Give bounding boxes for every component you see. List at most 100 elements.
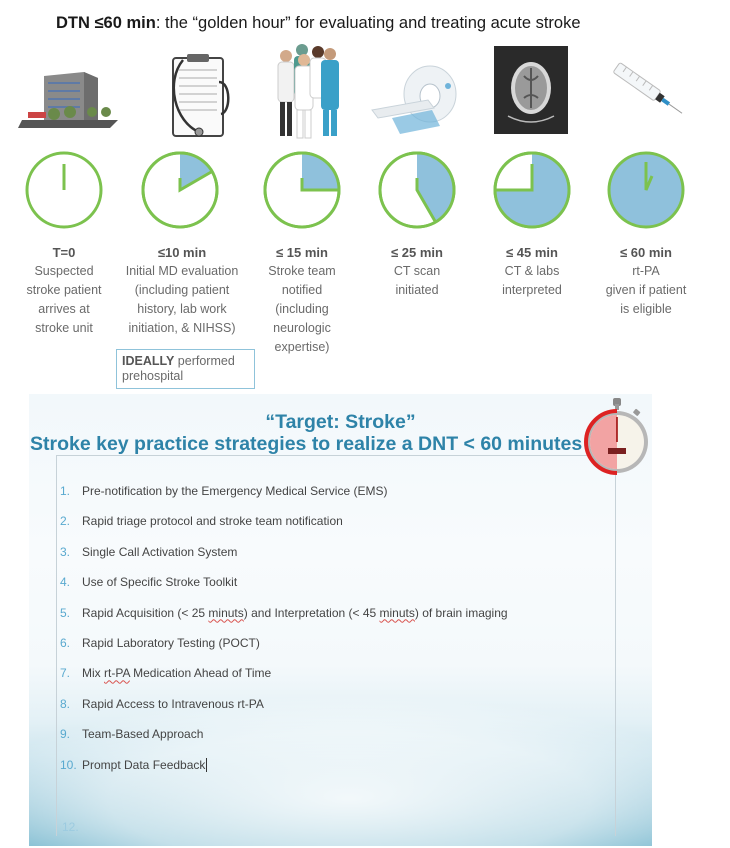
clock-15min-icon	[263, 151, 341, 229]
item-text-part: Medication Ahead of Time	[129, 666, 272, 681]
step-time: ≤10 min	[157, 245, 207, 260]
item-number: 4.	[60, 575, 71, 590]
step-desc-line: neurologic	[273, 321, 331, 335]
step-time: ≤ 45 min	[506, 245, 558, 260]
step-desc-line: (including	[275, 302, 329, 316]
step-desc-line: expertise)	[274, 340, 330, 354]
item-text: Team-Based Approach	[82, 727, 204, 742]
list-item: 7. Mix rt-PA Medication Ahead of Time	[60, 666, 508, 696]
list-item: 6. Rapid Laboratory Testing (POCT)	[60, 636, 508, 666]
item-text: Rapid Laboratory Testing (POCT)	[82, 635, 260, 650]
item-number: 3.	[60, 544, 71, 559]
step-desc-line: initiated	[395, 283, 439, 297]
item-text-part: ) and Interpretation (< 45	[243, 605, 380, 620]
headline-bold: DTN ≤60 min	[56, 14, 156, 32]
strategy-list: 1. Pre-notification by the Emergency Medi…	[60, 484, 508, 788]
slide-frame-right	[615, 456, 616, 836]
item-number: 7.	[60, 666, 71, 681]
callout-text: performed	[174, 354, 235, 368]
clock-10min-icon	[141, 151, 219, 229]
ideally-prehospital-callout: IDEALLY performed prehospital	[116, 349, 255, 389]
list-item: 1. Pre-notification by the Emergency Medi…	[60, 484, 508, 514]
clock-t0-icon	[25, 151, 103, 229]
item-text: Use of Specific Stroke Toolkit	[82, 575, 238, 590]
step-desc-line: notified	[281, 283, 323, 297]
slide-subtitle: Stroke key practice strategies to realiz…	[30, 433, 583, 455]
item-text-part: Rapid Acquisition (< 25	[82, 605, 209, 620]
stopwatch-icon	[584, 398, 648, 475]
step-desc-line: CT scan	[393, 264, 441, 278]
faded-list-number: 12.	[62, 820, 79, 834]
item-number: 5.	[60, 605, 71, 620]
item-text: Single Call Activation System	[82, 544, 238, 559]
brain-ct-image-icon	[494, 46, 568, 134]
list-item: 2. Rapid triage protocol and stroke team …	[60, 514, 508, 544]
ct-scanner-icon	[371, 65, 457, 134]
item-number: 8.	[60, 696, 71, 711]
step-time: ≤ 25 min	[391, 245, 443, 260]
misspelled-word: minuts	[208, 605, 244, 620]
headline-rest: : the “golden hour” for evaluating and t…	[155, 14, 581, 32]
timeline-step-3: ≤ 15 min Stroke team notified (including…	[242, 243, 362, 357]
slide-title: “Target: Stroke”	[265, 411, 416, 433]
item-number: 6.	[60, 635, 71, 650]
timeline-step-1: T=0 Suspected stroke patient arrives at …	[0, 243, 129, 338]
clipboard-stethoscope-icon	[172, 54, 230, 137]
item-number: 9.	[60, 727, 71, 742]
misspelled-word: minuts	[379, 605, 415, 620]
clock-60min-icon	[607, 151, 685, 229]
misspelled-word: rt-PA	[104, 666, 130, 681]
step-desc-line: initiation, & NIHSS)	[128, 321, 236, 335]
step-time: T=0	[52, 245, 76, 260]
item-number: 2.	[60, 514, 71, 529]
background-swoosh	[29, 694, 652, 846]
list-item: 8. Rapid Access to Intravenous rt-PA	[60, 697, 508, 727]
step-desc-line: stroke patient	[26, 283, 102, 297]
item-number: 1.	[60, 484, 71, 498]
callout-text-line2: prehospital	[122, 369, 184, 383]
step-desc-line: given if patient	[605, 283, 687, 297]
text-cursor	[206, 757, 208, 772]
item-text: Rapid Acquisition (< 25 minuts) and Inte…	[82, 606, 508, 636]
step-desc-line: Suspected	[34, 264, 94, 278]
step-desc-line: interpreted	[502, 283, 562, 297]
step-desc-line: rt-PA	[632, 264, 660, 278]
callout-bold: IDEALLY	[122, 354, 175, 368]
list-item: 4. Use of Specific Stroke Toolkit	[60, 575, 508, 605]
item-text-editing[interactable]: Prompt Data Feedback	[82, 757, 206, 772]
step-desc-line: stroke unit	[35, 321, 93, 335]
timeline-step-4: ≤ 25 min CT scan initiated	[357, 243, 477, 300]
item-text: Rapid triage protocol and stroke team no…	[82, 514, 343, 529]
page-headline: DTN ≤60 min: the “golden hour” for evalu…	[56, 14, 581, 33]
clock-45min-icon	[493, 151, 571, 229]
step-desc-line: Stroke team	[268, 264, 336, 278]
item-text: Rapid Access to Intravenous rt-PA	[82, 696, 264, 711]
syringe-icon	[613, 62, 683, 114]
item-text-part: Mix	[82, 666, 104, 681]
item-text: Pre-notification by the Emergency Medica…	[82, 484, 388, 498]
clock-25min-icon	[378, 151, 456, 229]
medical-team-icon	[277, 44, 339, 139]
list-item: 9. Team-Based Approach	[60, 727, 508, 757]
step-time: ≤ 60 min	[620, 245, 672, 260]
step-desc-line: (including patient	[134, 283, 230, 297]
item-number: 10.	[60, 757, 77, 772]
step-desc-line: CT & labs	[504, 264, 560, 278]
list-item: 5. Rapid Acquisition (< 25 minuts) and In…	[60, 606, 508, 636]
hospital-building-icon	[18, 72, 118, 128]
list-item: 3. Single Call Activation System	[60, 545, 508, 575]
step-desc-line: history, lab work	[137, 302, 227, 316]
timeline-step-2: ≤10 min Initial MD evaluation (including…	[112, 243, 252, 338]
slide-frame-left	[56, 456, 57, 836]
step-time: ≤ 15 min	[276, 245, 328, 260]
item-text: Mix rt-PA Medication Ahead of Time	[82, 666, 271, 696]
step-desc-line: arrives at	[38, 302, 90, 316]
slide-frame-top	[56, 455, 616, 456]
item-text-part: ) of brain imaging	[414, 605, 508, 620]
list-item[interactable]: 10. Prompt Data Feedback	[60, 757, 508, 788]
timeline-step-6: ≤ 60 min rt-PA given if patient is eligi…	[586, 243, 706, 319]
step-desc-line: is eligible	[620, 302, 672, 316]
timeline-step-5: ≤ 45 min CT & labs interpreted	[472, 243, 592, 300]
step-desc-line: Initial MD evaluation	[125, 264, 239, 278]
strategies-slide	[29, 394, 652, 846]
